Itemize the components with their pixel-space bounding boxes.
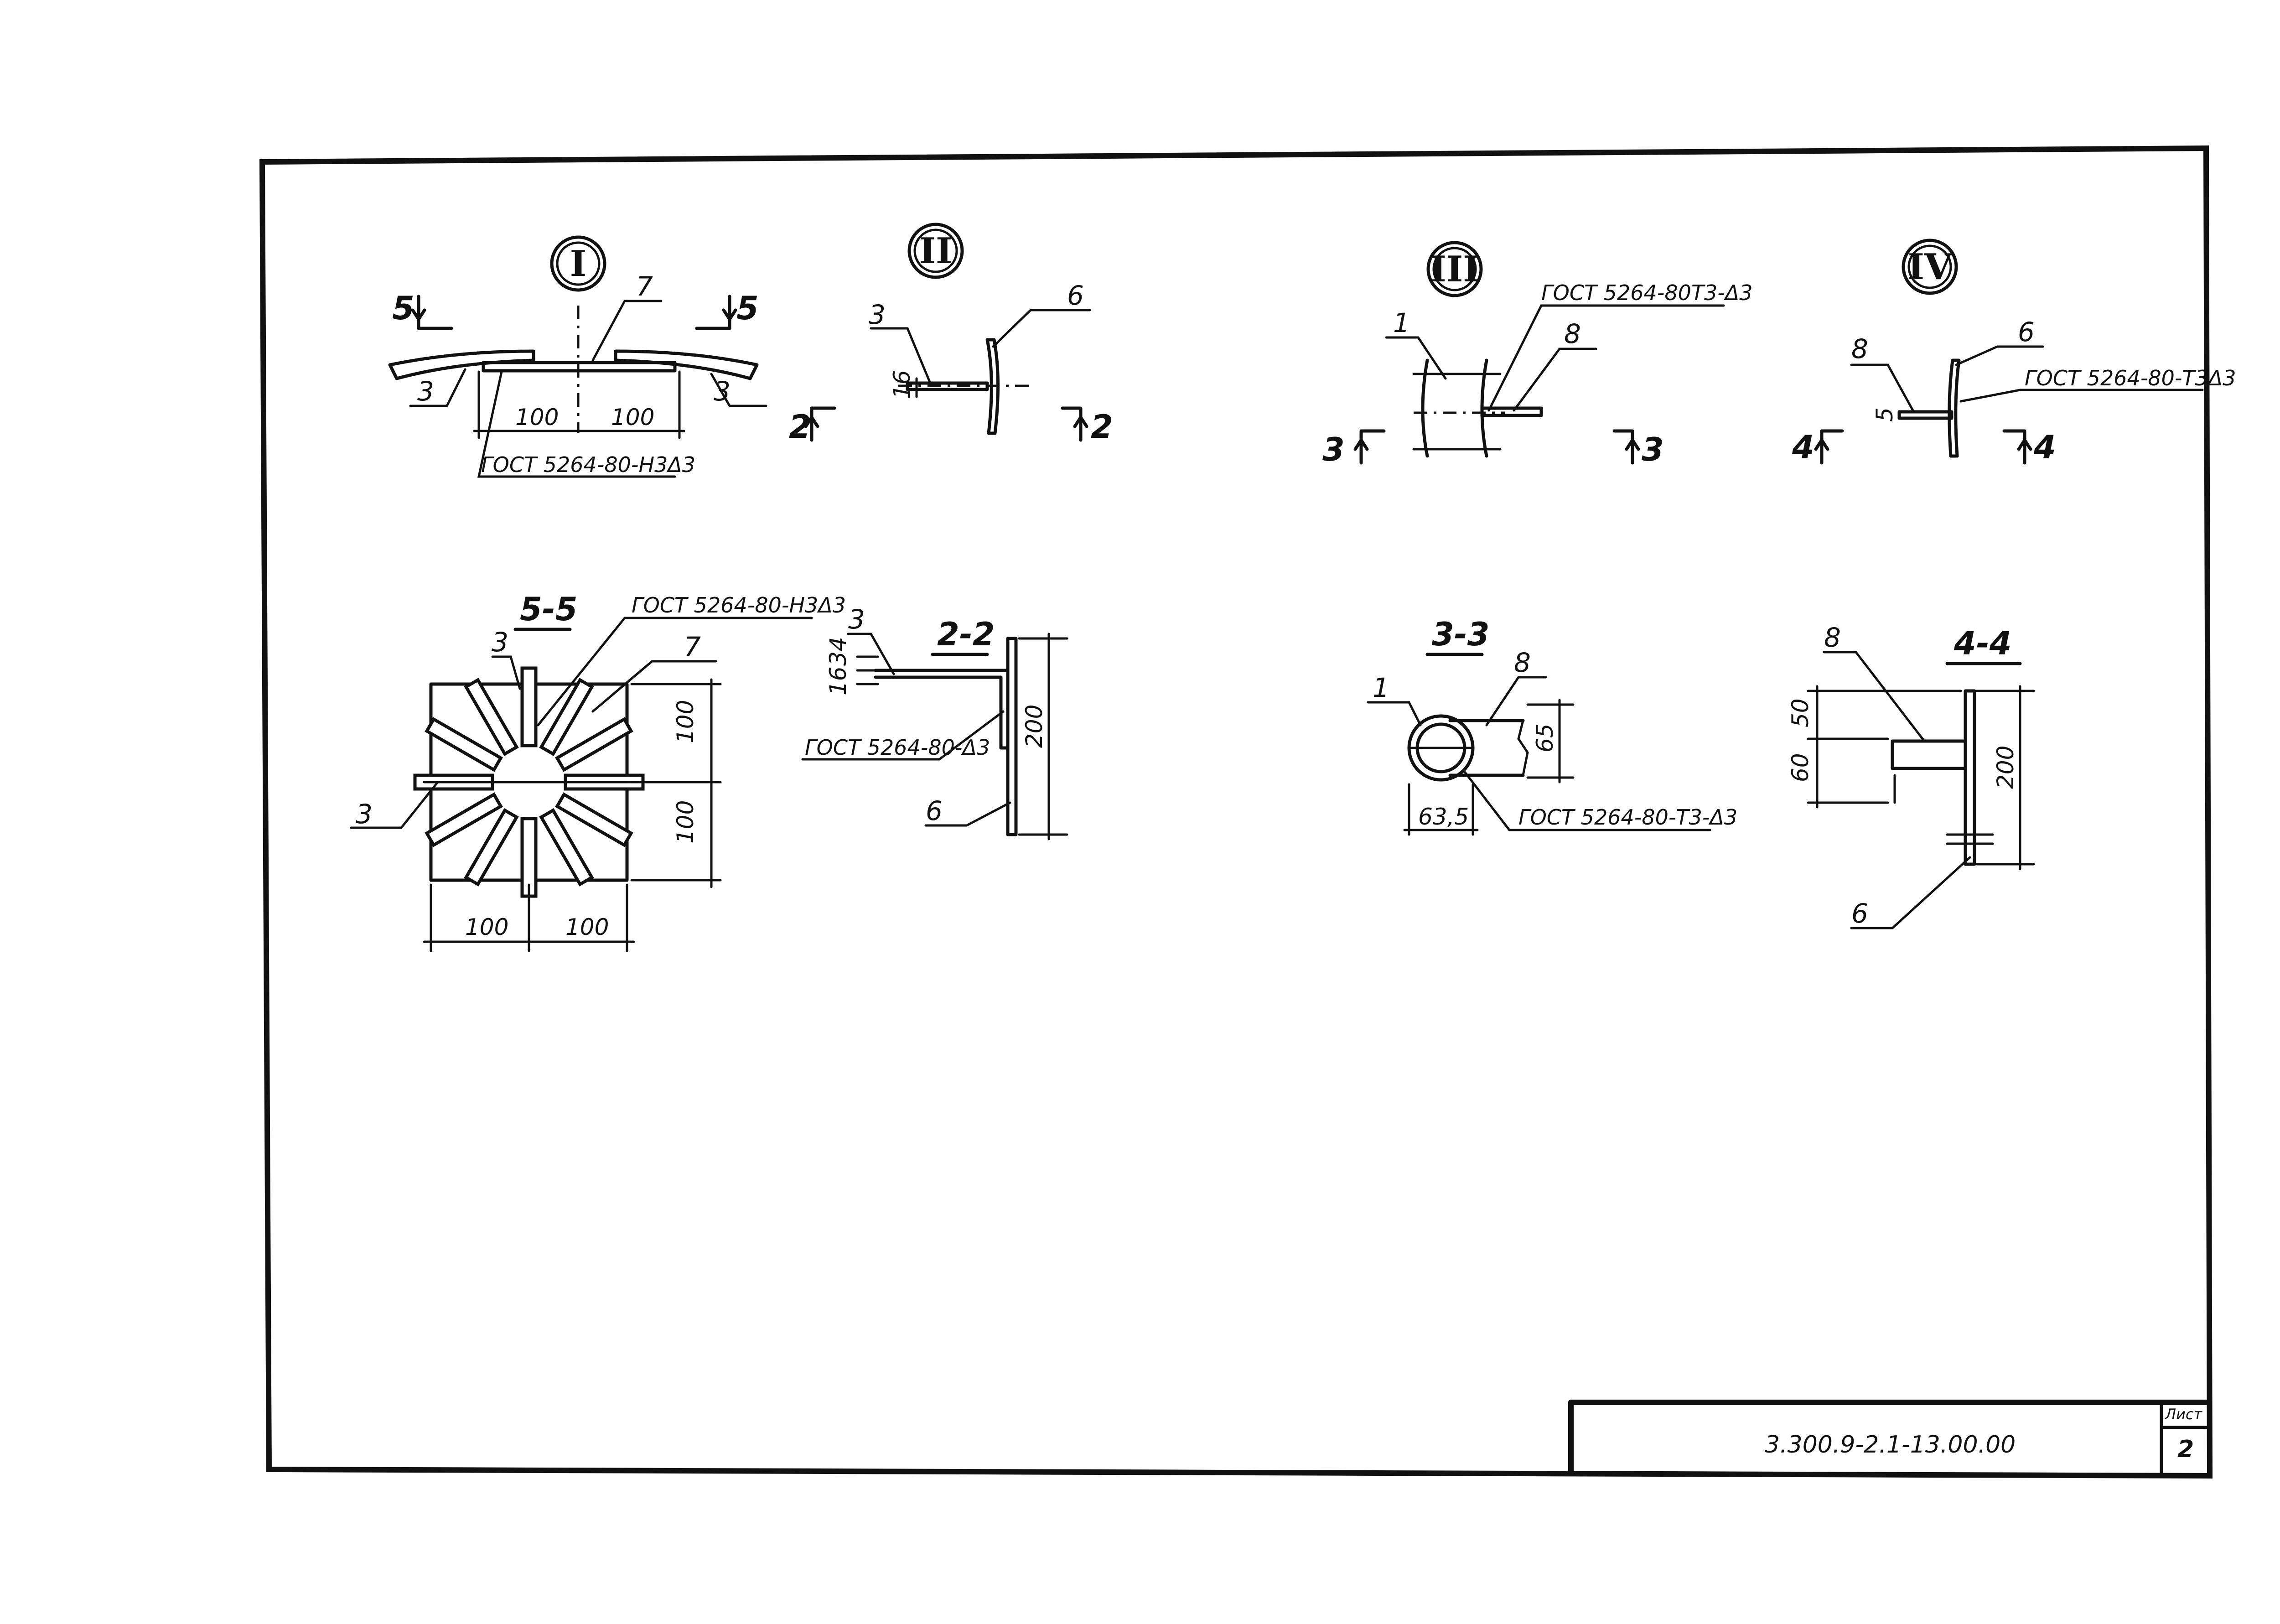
section33-pos-8: 8 xyxy=(1514,647,1531,678)
section33-pos-1: 1 xyxy=(1373,672,1389,703)
section22-pos-6: 6 xyxy=(926,795,943,826)
view4-pos-8: 8 xyxy=(1851,333,1868,364)
view-3: III 1 8 ГОСТ 5264-80Т3-Δ3 3 3 xyxy=(1322,241,1753,468)
view4-cut-left: 4 xyxy=(1792,429,1814,466)
section55-dim-v2: 100 xyxy=(672,800,699,844)
title-block: 3.300.9-2.1-13.00.00 Лист 2 xyxy=(1568,1400,2209,1476)
section22-dim-200: 200 xyxy=(1021,705,1047,748)
view4-cut-right: 4 xyxy=(2033,429,2056,466)
section33-dim-65: 65 xyxy=(1532,723,1558,752)
title-block-code: 3.300.9-2.1-13.00.00 xyxy=(1765,1431,2016,1458)
sheet-frame xyxy=(259,145,2213,1479)
callout-3-label: III xyxy=(1430,249,1479,290)
section55-dim-h2: 100 xyxy=(565,914,609,940)
section-5-5: 5-5 ГОСТ 5264-80-Н3Δ3 3 7 3 xyxy=(350,591,846,952)
view1-pos-7: 7 xyxy=(636,271,653,302)
view3-pos-8: 8 xyxy=(1564,318,1581,349)
view3-cut-left: 3 xyxy=(1322,431,1345,468)
view-2: II 3 6 16 2 2 xyxy=(789,223,1113,446)
section55-pos-3-left: 3 xyxy=(356,799,373,830)
view1-cut-left: 5 xyxy=(392,290,415,327)
view2-pos-3: 3 xyxy=(869,299,886,330)
view1-dim-left: 100 xyxy=(515,404,559,431)
section22-dim-34: 34 xyxy=(825,637,851,666)
section44-title: 4-4 xyxy=(1954,625,2011,662)
view2-dim-16: 16 xyxy=(889,370,915,399)
view3-weld: ГОСТ 5264-80Т3-Δ3 xyxy=(1541,280,1753,305)
section44-dim-50: 50 xyxy=(1787,698,1814,727)
view4-dim-5: 5 xyxy=(1871,407,1898,422)
callout-4-label: IV xyxy=(1907,246,1952,288)
view1-pos-3-right: 3 xyxy=(714,376,731,407)
view2-cut-right: 2 xyxy=(1091,408,1113,446)
callout-2-label: II xyxy=(919,230,953,272)
section55-weld: ГОСТ 5264-80-Н3Δ3 xyxy=(632,593,846,617)
view1-dim-right: 100 xyxy=(611,404,654,431)
callout-1-label: I xyxy=(570,243,587,285)
view4-pos-6: 6 xyxy=(2018,316,2035,348)
view2-cut-left: 2 xyxy=(789,408,811,446)
view-1: I 5 5 7 3 3 100 100 ГОСТ 5264-80-Н3Δ3 xyxy=(388,235,767,478)
view3-pos-1: 1 xyxy=(1393,307,1410,338)
view1-pos-3-left: 3 xyxy=(417,376,434,407)
section44-dim-60: 60 xyxy=(1787,753,1814,782)
section55-pos-7: 7 xyxy=(684,631,701,662)
view3-cut-right: 3 xyxy=(1642,431,1664,468)
view-4: IV 8 6 ГОСТ 5264-80-Т3Δ3 5 4 4 xyxy=(1792,239,2236,466)
section33-weld: ГОСТ 5264-80-Т3-Δ3 xyxy=(1518,805,1737,830)
section33-dim-635: 63,5 xyxy=(1418,804,1469,830)
section22-weld: ГОСТ 5264-80-Δ3 xyxy=(805,735,990,760)
view4-weld: ГОСТ 5264-80-Т3Δ3 xyxy=(2025,366,2236,390)
section22-pos-3: 3 xyxy=(848,604,865,635)
view1-cut-right: 5 xyxy=(736,290,759,327)
section44-dim-200: 200 xyxy=(1992,746,2019,789)
section44-pos-6: 6 xyxy=(1851,898,1868,929)
section-3-3: 3-3 1 8 65 63,5 ГОСТ 5264-80-Т3-Δ3 xyxy=(1367,616,1737,836)
section22-title: 2-2 xyxy=(937,616,995,653)
view2-pos-6: 6 xyxy=(1067,280,1084,311)
view1-weld: ГОСТ 5264-80-Н3Δ3 xyxy=(481,452,695,477)
section55-dim-h1: 100 xyxy=(465,914,508,940)
title-block-sheet-label: Лист xyxy=(2165,1406,2202,1423)
section33-title: 3-3 xyxy=(1432,616,1489,653)
section-2-2: 2-2 3 16 34 200 ГОСТ 5264-80-Δ3 6 xyxy=(801,604,1068,841)
section-4-4: 4-4 8 50 60 200 6 xyxy=(1787,622,2035,929)
section55-pos-3-top: 3 xyxy=(492,627,508,658)
section55-title: 5-5 xyxy=(520,591,577,628)
title-block-sheet-number: 2 xyxy=(2177,1436,2194,1463)
section44-pos-8: 8 xyxy=(1824,622,1841,653)
section55-dim-v1: 100 xyxy=(672,700,699,743)
section22-dim-16: 16 xyxy=(825,666,851,695)
